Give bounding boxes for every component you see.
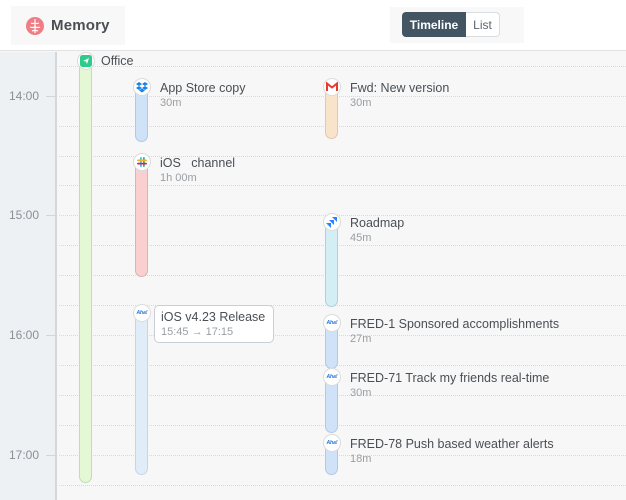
event-bar[interactable] — [325, 380, 338, 433]
event-duration: 1h 00m — [160, 172, 197, 184]
gridline — [59, 485, 626, 486]
event-title[interactable]: Fwd: New version — [350, 81, 450, 95]
event-bar[interactable] — [325, 225, 338, 307]
gmail-icon — [326, 82, 338, 91]
event-title[interactable]: Roadmap — [350, 216, 405, 230]
event-bar[interactable] — [135, 165, 148, 277]
location-arrow-icon — [80, 55, 92, 67]
event-icon[interactable]: Aha! — [323, 314, 341, 332]
app-title: Memory — [51, 17, 110, 34]
event-title: iOS v4.23 Release — [161, 310, 266, 324]
event-duration: 27m — [350, 333, 372, 345]
event-popover[interactable]: iOS v4.23 Release 15:45 → 17:15 — [154, 305, 274, 343]
event-bar[interactable] — [325, 326, 338, 369]
location-bar-office[interactable] — [79, 62, 92, 483]
gridline — [59, 156, 626, 157]
event-duration: 18m — [350, 453, 372, 465]
event-icon[interactable]: Aha! — [323, 368, 341, 386]
event-duration: 30m — [350, 387, 372, 399]
event-bar[interactable] — [135, 316, 148, 475]
timeline-tab[interactable]: Timeline — [402, 12, 466, 37]
event-icon[interactable]: Aha! — [323, 434, 341, 452]
event-title[interactable]: FRED-78 Push based weather alerts — [350, 437, 554, 451]
aha-icon: Aha! — [136, 310, 148, 316]
view-toggle: Timeline List — [390, 7, 524, 43]
hour-label: 15:00 — [9, 208, 40, 222]
gridline — [59, 305, 626, 306]
event-icon[interactable]: Aha! — [133, 304, 151, 322]
event-title[interactable]: FRED-71 Track my friends real-time — [350, 371, 550, 385]
hour-tick — [46, 455, 57, 456]
gridline — [59, 215, 626, 216]
gridline — [59, 455, 626, 456]
gridline — [59, 245, 626, 246]
event-duration: 30m — [350, 97, 372, 109]
jira-icon — [326, 217, 337, 228]
event-time-range: 15:45 → 17:15 — [161, 326, 234, 338]
list-tab[interactable]: List — [466, 12, 500, 37]
location-label: Office — [101, 54, 134, 68]
slack-icon — [137, 157, 147, 167]
gridline — [59, 185, 626, 186]
time-gutter: 14:00 15:00 16:00 17:00 — [0, 52, 57, 500]
event-bar[interactable] — [135, 90, 148, 142]
gridline — [59, 425, 626, 426]
event-duration: 45m — [350, 232, 372, 244]
aha-icon: Aha! — [326, 320, 338, 326]
event-duration: 30m — [160, 97, 182, 109]
event-title[interactable]: App Store copy — [160, 81, 246, 95]
hour-tick — [46, 335, 57, 336]
hour-tick — [46, 96, 57, 97]
event-icon[interactable] — [133, 78, 151, 96]
gridline — [59, 66, 626, 67]
aha-icon: Aha! — [326, 374, 338, 380]
gridline — [59, 96, 626, 97]
gridline — [59, 365, 626, 366]
location-marker[interactable] — [77, 52, 95, 70]
event-icon[interactable] — [133, 153, 151, 171]
hour-label: 14:00 — [9, 89, 40, 103]
event-bar[interactable] — [325, 90, 338, 139]
gridline — [59, 395, 626, 396]
brain-icon — [26, 16, 44, 35]
gridline — [59, 126, 626, 127]
event-bar[interactable] — [325, 446, 338, 475]
dropbox-icon — [136, 82, 148, 93]
aha-icon: Aha! — [326, 440, 338, 446]
event-title[interactable]: iOS channel — [160, 156, 236, 170]
gridline — [59, 275, 626, 276]
top-bar: Memory Timeline List — [0, 0, 626, 51]
timeline-grid — [59, 52, 626, 500]
app-brand: Memory — [11, 6, 125, 45]
hour-label: 16:00 — [9, 328, 40, 342]
hour-tick — [46, 215, 57, 216]
event-icon[interactable] — [323, 78, 341, 96]
hour-label: 17:00 — [9, 448, 40, 462]
event-icon[interactable] — [323, 213, 341, 231]
gridline — [59, 335, 626, 336]
event-title[interactable]: FRED-1 Sponsored accomplishments — [350, 317, 560, 331]
